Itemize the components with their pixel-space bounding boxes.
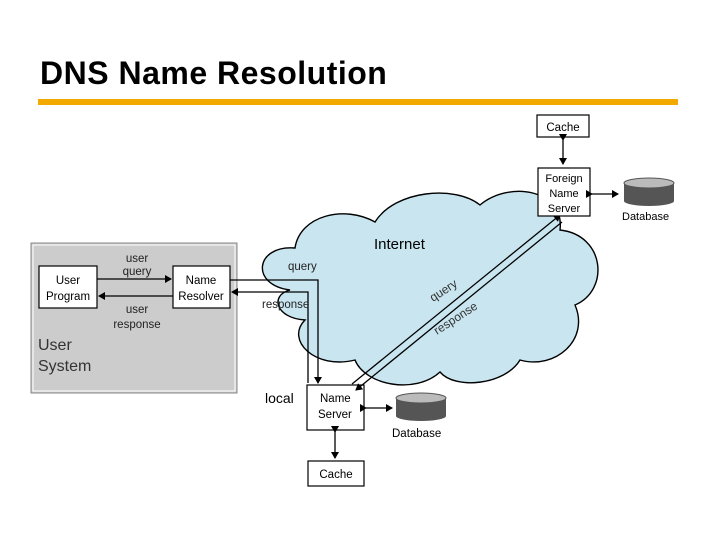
foreign-name-server-box	[537, 167, 591, 217]
name-resolver-label-1: Name	[186, 275, 217, 287]
ns-query-diagonal	[351, 214, 561, 385]
foreign-name-server-label-3: Server	[548, 203, 581, 215]
resolver-response-line	[231, 288, 309, 383]
local-database-icon	[395, 392, 447, 421]
local-cache-label: Cache	[319, 469, 352, 481]
foreign-name-server-label-1: Foreign	[545, 173, 582, 185]
internet-cloud	[261, 190, 599, 386]
user-response-label-2: response	[113, 319, 160, 331]
cloud-query-label: query	[288, 261, 317, 273]
name-resolver-box	[172, 265, 231, 309]
local-database-label: Database	[392, 428, 441, 440]
user-program-box	[38, 265, 98, 309]
user-system-label-2: System	[38, 358, 91, 375]
local-name-server-box	[306, 384, 365, 431]
cloud-response-label: response	[262, 299, 309, 311]
user-program-label-1: User	[56, 275, 80, 287]
foreign-database-label: Database	[622, 211, 669, 223]
foreign-name-server-label-2: Name	[549, 188, 578, 200]
local-label: local	[265, 390, 294, 406]
user-query-label-2: query	[123, 266, 152, 278]
name-resolver-label-2: Resolver	[178, 291, 224, 303]
foreign-database-icon	[623, 177, 675, 206]
resolver-query-line	[230, 279, 322, 384]
local-cache-box	[307, 460, 365, 487]
user-system-label-1: User	[38, 337, 72, 354]
local-name-server-label-1: Name	[320, 393, 351, 405]
title-underline	[38, 99, 678, 105]
page-title: DNS Name Resolution	[40, 55, 388, 91]
ns-response-diagonal	[355, 221, 563, 391]
local-name-server-label-2: Server	[318, 409, 352, 421]
internet-label: Internet	[374, 236, 426, 253]
user-program-label-2: Program	[46, 291, 90, 303]
user-response-label-1: user	[126, 304, 149, 316]
user-query-label-1: user	[126, 253, 149, 265]
foreign-cache-label: Cache	[546, 122, 579, 134]
